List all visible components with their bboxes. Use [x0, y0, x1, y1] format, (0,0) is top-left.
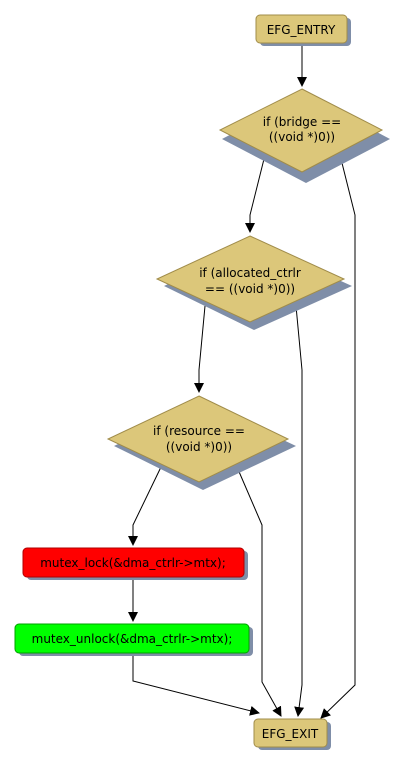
edge-unlock-to-exit: [132, 654, 260, 716]
decision-bridge: if (bridge == ((void *)0)): [218, 88, 390, 183]
exit-node-box: [253, 718, 328, 748]
decision-bridge-line2: ((void *)0)): [269, 130, 335, 144]
statement-mutex-unlock-label: mutex_unlock(&dma_ctrlr->mtx);: [32, 632, 233, 646]
decision-resource: if (resource == ((void *)0)): [106, 395, 296, 490]
edge-resource-to-exit: [236, 466, 282, 717]
edge-allocated-to-exit: [294, 305, 305, 717]
decision-bridge-line1: if (bridge ==: [263, 115, 341, 129]
exit-node-label: EFG_EXIT: [262, 727, 319, 741]
decision-resource-line2: ((void *)0)): [166, 440, 232, 454]
decision-allocated-ctrlr-line2: == ((void *)0)): [205, 282, 295, 296]
decision-allocated-ctrlr: if (allocated_ctrlr == ((void *)0)): [155, 235, 352, 330]
edge-allocated-to-resource: [194, 305, 206, 393]
decision-allocated-ctrlr-line1: if (allocated_ctrlr: [199, 266, 301, 280]
decision-resource-line1: if (resource ==: [153, 424, 245, 438]
edge-bridge-to-allocated: [245, 154, 266, 233]
statement-mutex-unlock-box: [14, 623, 250, 654]
statement-mutex-lock-label: mutex_lock(&dma_ctrlr->mtx);: [40, 556, 226, 570]
decision-bridge-shape: [218, 88, 384, 173]
exit-node: EFG_EXIT: [253, 718, 331, 750]
entry-node-label: EFG_ENTRY: [267, 23, 336, 37]
entry-node: EFG_ENTRY: [255, 14, 351, 46]
statement-mutex-lock-box: [22, 547, 245, 578]
edge-resource-to-lock: [128, 466, 162, 546]
entry-node-box: [255, 14, 348, 44]
edge-bridge-to-exit: [320, 154, 356, 719]
decision-allocated-ctrlr-shape: [155, 235, 346, 323]
statement-mutex-unlock: mutex_unlock(&dma_ctrlr->mtx);: [14, 623, 253, 656]
statement-mutex-lock: mutex_lock(&dma_ctrlr->mtx);: [22, 547, 248, 580]
decision-resource-shape: [106, 395, 290, 483]
edges: [128, 46, 356, 719]
